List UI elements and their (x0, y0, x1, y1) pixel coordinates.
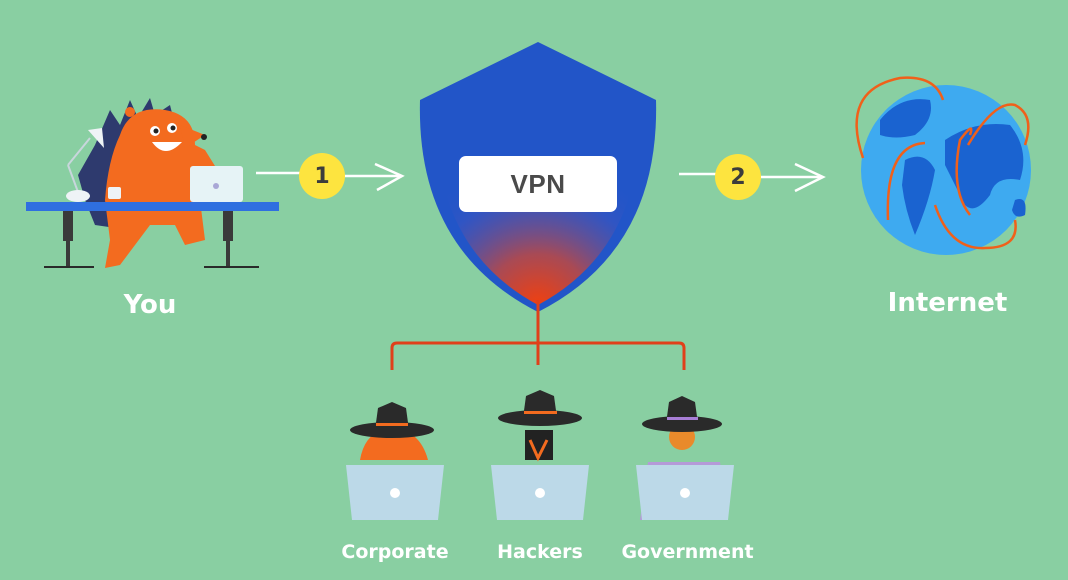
user-laptop-icon (190, 166, 243, 202)
coffee-cup-icon (108, 187, 121, 199)
hedgehog-body (105, 109, 230, 269)
observer-hackers (491, 390, 589, 520)
you-illustration (26, 98, 279, 269)
hedgehog-smile (152, 142, 182, 151)
arrow-head-icon (374, 162, 405, 192)
arrow-head-icon (794, 162, 826, 193)
hedgehog-nose (201, 134, 207, 140)
observer-corporate (346, 402, 444, 520)
observer-government (636, 396, 734, 520)
connector-lines (390, 300, 686, 370)
network-arcs (855, 76, 1030, 250)
step-1-badge: 1 (299, 153, 345, 199)
hackers-label: Hackers (497, 541, 583, 563)
desk-top (26, 202, 279, 211)
step-2-badge: 2 (715, 154, 761, 200)
internet-label: Internet (887, 288, 1008, 318)
government-label: Government (621, 541, 754, 563)
step-1-arrow (256, 162, 405, 192)
corporate-label: Corporate (341, 541, 449, 563)
globe-icon (855, 76, 1031, 255)
desk-lamp-icon (66, 128, 104, 202)
hedgehog-snout (180, 125, 205, 148)
vpn-label: VPN (459, 156, 617, 212)
you-label: You (123, 290, 177, 320)
step-2-arrow (679, 162, 826, 193)
